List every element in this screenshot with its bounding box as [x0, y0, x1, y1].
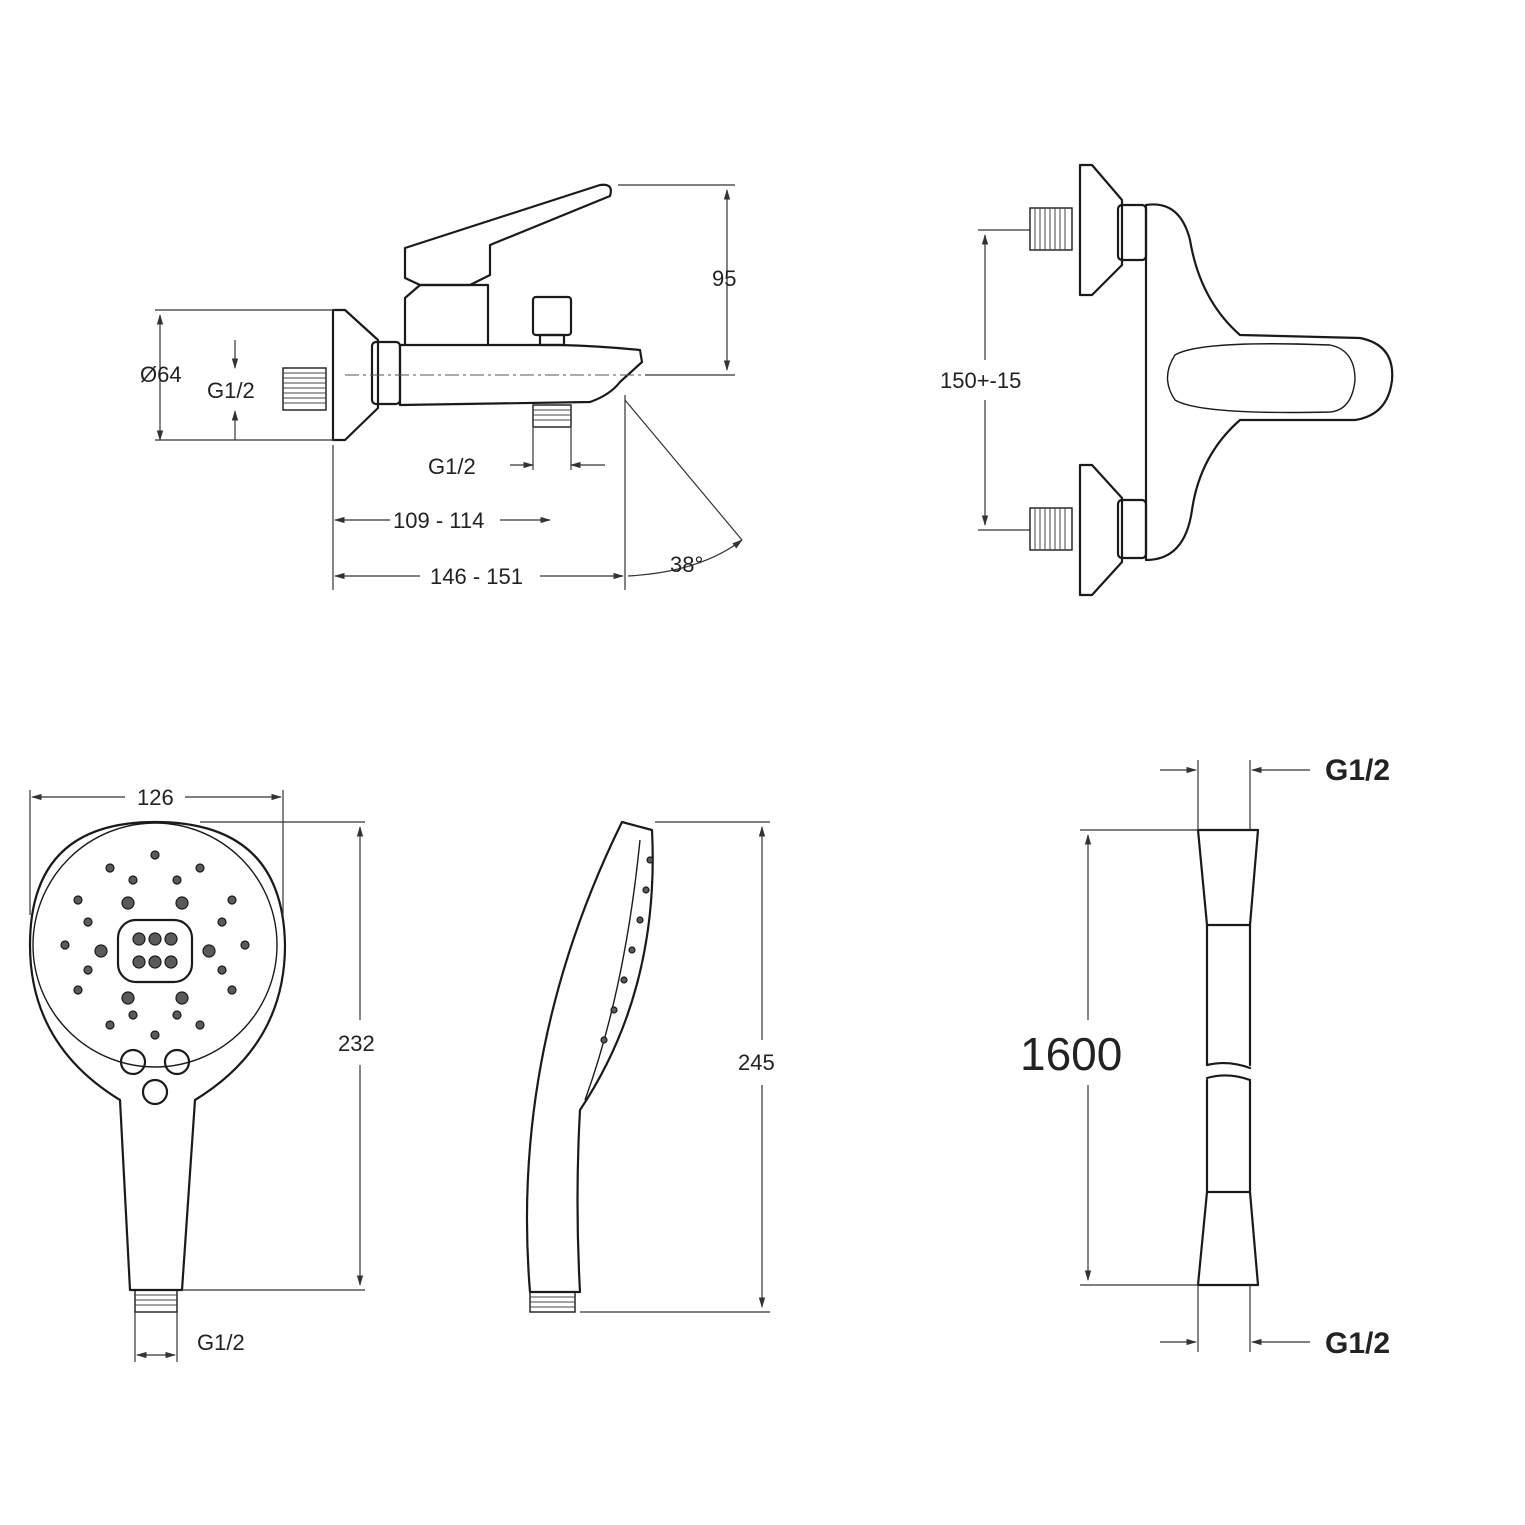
mixer-top-view: 150+-15 [940, 163, 1394, 597]
spray-nozzles [60, 850, 250, 1040]
handshower-front-view: 126 232 G1/2 [28, 785, 375, 1362]
dim-reach-outer: 146 - 151 [430, 564, 523, 589]
dim-handshower-height: 232 [338, 1031, 375, 1056]
hose-view: G1/2 1600 G1/2 [1020, 754, 1390, 1360]
dim-spout-angle: 38° [670, 552, 703, 577]
dim-handshower-thread: G1/2 [197, 1330, 245, 1355]
dim-inlet-thread: G1/2 [207, 378, 255, 403]
dim-outlet-thread: G1/2 [428, 454, 476, 479]
dim-hose-thread-top: G1/2 [1325, 754, 1390, 787]
dim-diameter: Ø64 [140, 362, 182, 387]
dim-reach-inner: 109 - 114 [393, 508, 484, 533]
handshower-side-view: 245 [525, 820, 775, 1313]
dim-height: 95 [712, 266, 736, 291]
side-nozzles [600, 856, 654, 1044]
dim-inlet-spacing: 150+-15 [940, 368, 1021, 393]
dim-hose-thread-bottom: G1/2 [1325, 1327, 1390, 1360]
dim-hose-length: 1600 [1020, 1028, 1122, 1080]
dim-side-height: 245 [738, 1050, 775, 1075]
mixer-side-view: Ø64 G1/2 G1/2 109 - 114 146 - 151 38° 95 [140, 183, 743, 590]
dim-head-width: 126 [137, 785, 174, 810]
